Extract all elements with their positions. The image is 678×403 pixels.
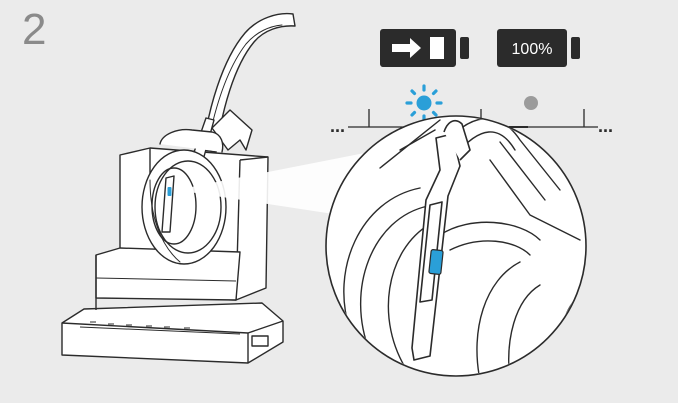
led-grey-icon bbox=[524, 96, 538, 110]
timeline-left-ellipsis: ... bbox=[330, 116, 345, 136]
magnified-led bbox=[429, 249, 443, 274]
battery-full-label: 100% bbox=[512, 41, 553, 58]
headset-icon bbox=[142, 14, 295, 264]
magnified-earpiece-icon bbox=[326, 116, 586, 380]
timeline-right-ellipsis: ... bbox=[598, 116, 613, 136]
led-blinking-blue-icon bbox=[407, 86, 441, 120]
headset-led bbox=[168, 187, 172, 196]
battery-full-icon: 100% bbox=[497, 29, 580, 67]
step-number: 2 bbox=[22, 8, 46, 52]
battery-charging-icon bbox=[380, 29, 469, 67]
